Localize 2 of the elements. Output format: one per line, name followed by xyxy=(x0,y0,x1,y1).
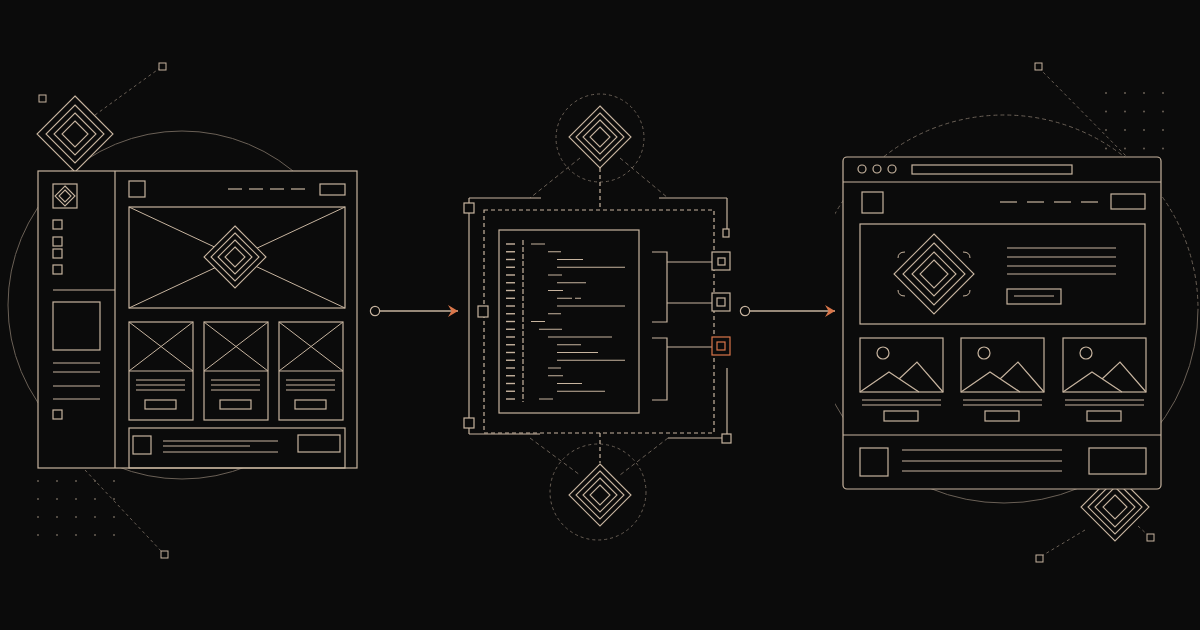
arrow xyxy=(369,305,459,317)
arrow xyxy=(739,305,836,317)
